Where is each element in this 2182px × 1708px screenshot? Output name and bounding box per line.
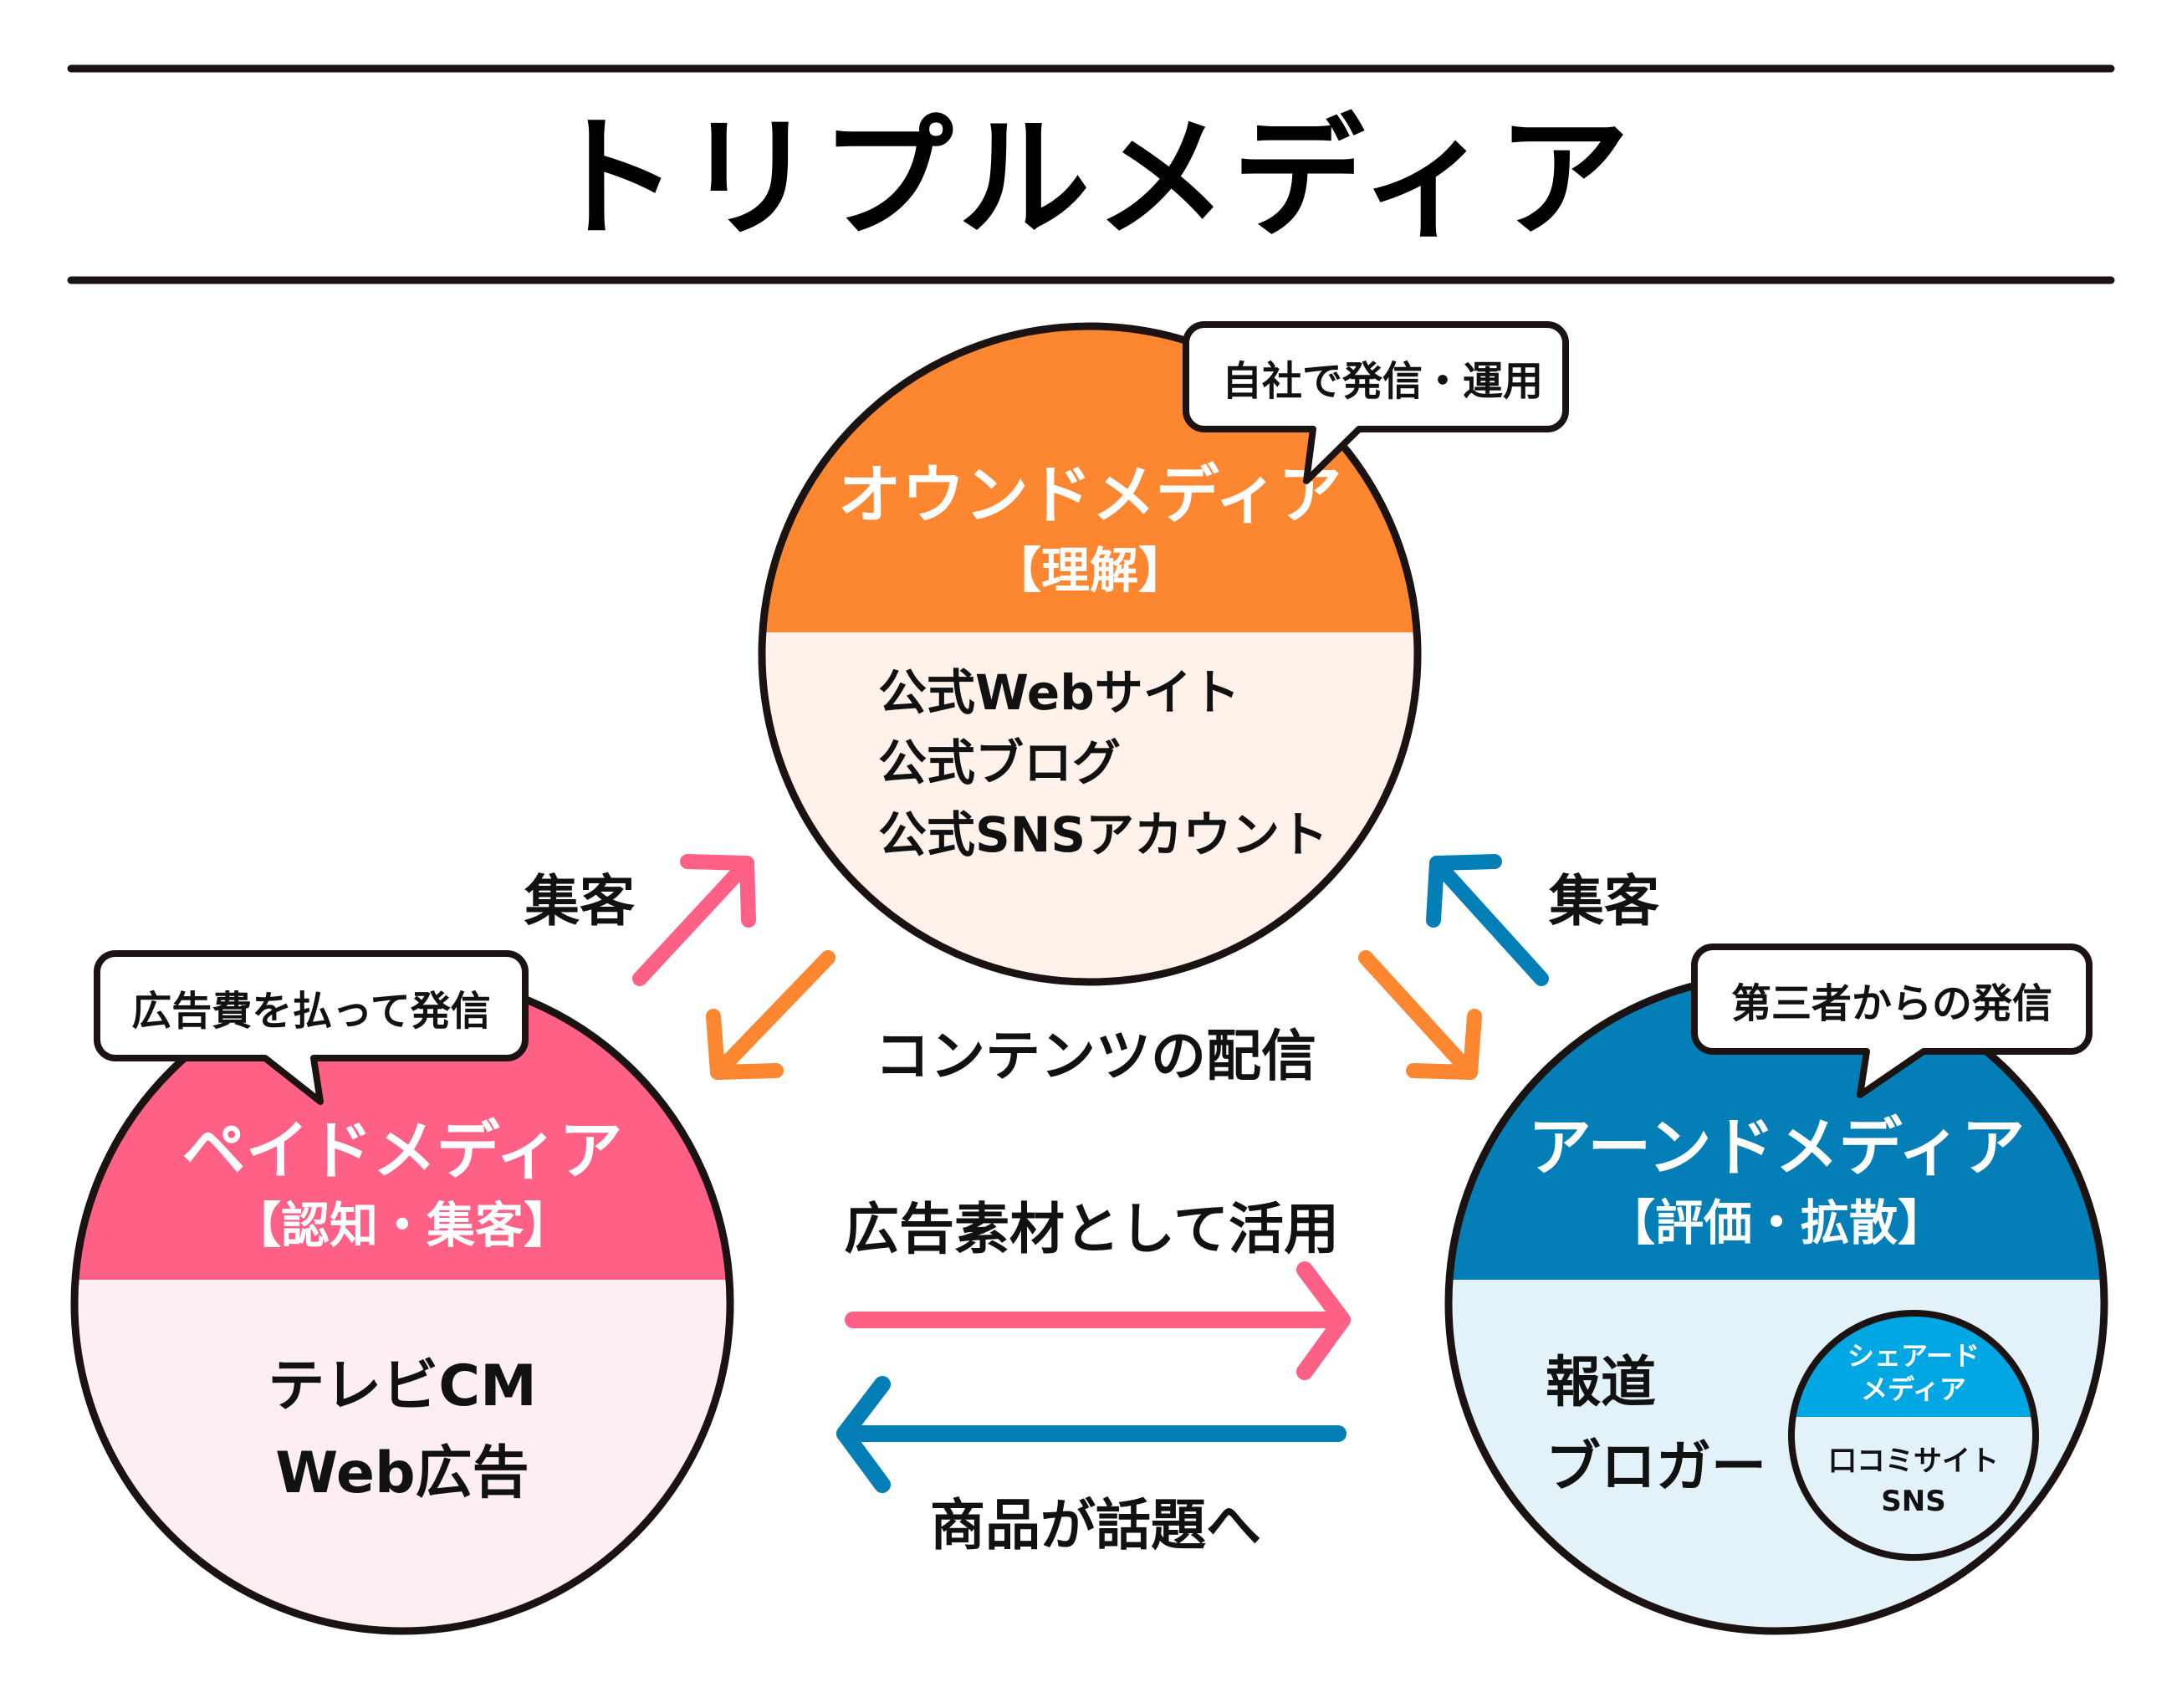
earned-item: ブロガー	[1546, 1434, 1766, 1499]
paid-item: テレビCM	[268, 1353, 537, 1419]
arrow-earned-to-owned	[1426, 854, 1549, 986]
page-title: トリプルメディア	[547, 102, 1635, 256]
shared-outline	[1788, 1310, 2039, 1561]
label-earned-to-owned: 集客	[1548, 869, 1659, 933]
owned-callout: 自社で発信・運用	[1183, 321, 1569, 484]
earned-item: 報道	[1546, 1350, 1656, 1414]
arrow-earned-to-paid	[836, 1376, 1347, 1493]
owned-callout-bubble	[1183, 321, 1569, 484]
label-owned-out: コンテンツの配信	[875, 1024, 1316, 1088]
earned-media-circle: アーンドメディア 【評価・拡散】 報道 ブロガー シェアード メディア 口コミサ…	[1444, 971, 2108, 1635]
owned-callout-text: 自社で発信・運用	[1222, 358, 1543, 405]
owned-item: 公式SNSアカウント	[878, 806, 1328, 863]
arrow-owned-to-paid	[706, 950, 835, 1080]
shared-item: 口コミサイト	[1828, 1445, 1999, 1478]
shared-name-line2: メディア	[1861, 1373, 1966, 1405]
paid-item: Web広告	[275, 1440, 529, 1506]
earned-callout-text: 第三者からの発信	[1731, 980, 2052, 1027]
label-paid-to-earned: 広告素材として活用	[844, 1197, 1339, 1261]
paid-media-circle: ペイドメディア 【認知・集客】 テレビCM Web広告	[70, 971, 734, 1635]
earned-role: 【評価・拡散】	[1607, 1194, 1946, 1251]
paid-callout-bubble	[94, 950, 529, 1105]
owned-outline	[758, 322, 1422, 986]
arrow-paid-to-owned	[632, 854, 756, 986]
earned-callout: 第三者からの発信	[1691, 943, 2093, 1098]
shared-media-circle: シェアード メディア 口コミサイト SNS	[1788, 1310, 2039, 1561]
paid-callout-text: 広告費を払って発信	[131, 988, 491, 1035]
owned-item: 公式Webサイト	[878, 664, 1240, 721]
arrow-paid-to-earned	[845, 1261, 1351, 1380]
owned-item: 公式ブログ	[878, 734, 1121, 791]
owned-name: オウンドメディア	[838, 458, 1342, 532]
earned-name: アーンドメディア	[1528, 1110, 2025, 1184]
label-earned-to-paid: 商品が話題へ	[930, 1493, 1261, 1557]
earned-callout-bubble	[1691, 943, 2093, 1098]
paid-name: ペイドメディア	[182, 1113, 623, 1188]
shared-name-line1: シェアード	[1847, 1340, 1980, 1372]
paid-role: 【認知・集客】	[233, 1197, 572, 1254]
owned-role: 【理解】	[993, 542, 1187, 599]
label-paid-to-owned: 集客	[524, 869, 635, 933]
paid-callout: 広告費を払って発信	[94, 950, 529, 1105]
arrow-owned-to-earned	[1358, 950, 1482, 1080]
shared-item: SNS	[1881, 1485, 1945, 1518]
